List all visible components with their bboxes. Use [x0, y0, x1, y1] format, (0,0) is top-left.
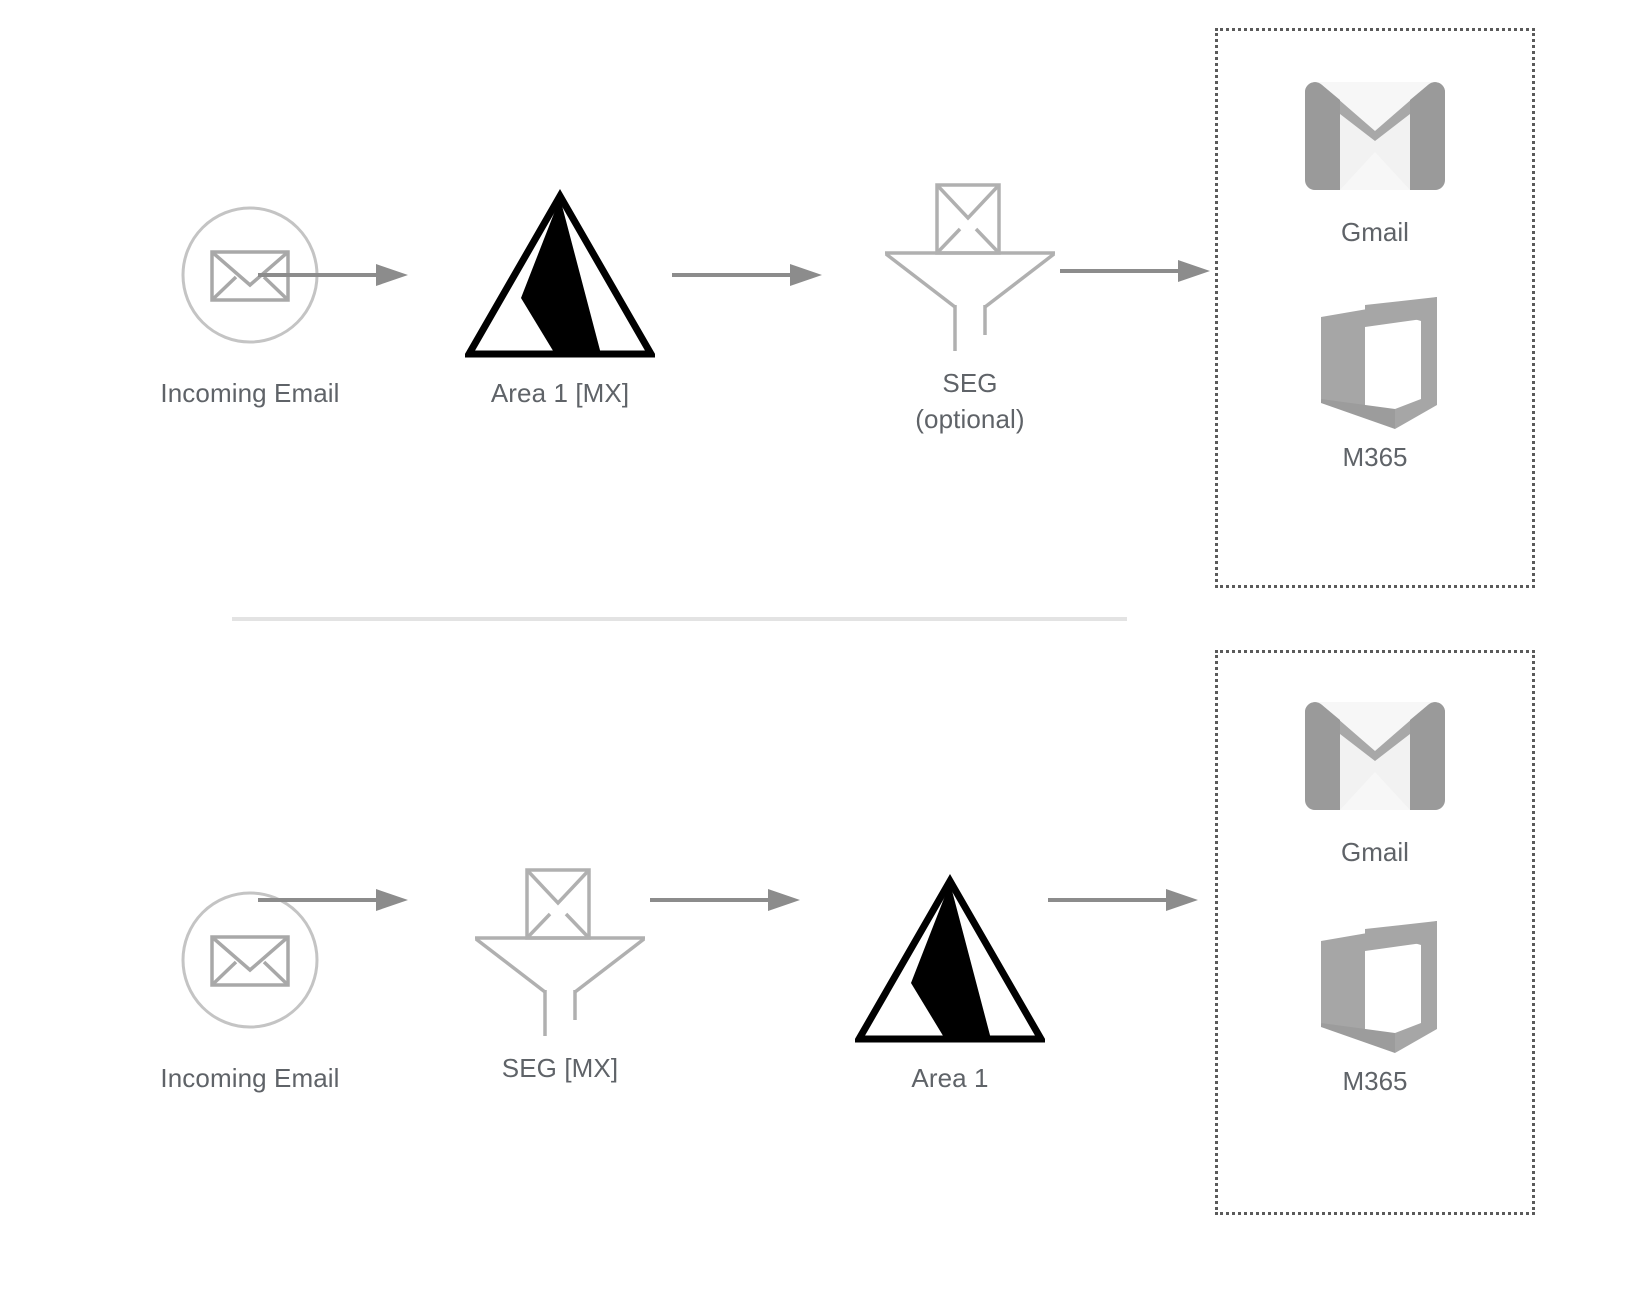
node-label: Area 1	[911, 1063, 989, 1093]
arrow-right-2	[672, 262, 822, 288]
destination-label: Gmail	[1341, 217, 1409, 247]
arrow-right-1	[258, 262, 408, 288]
flow-row-seg-mx: Incoming Email	[0, 665, 1642, 1305]
node-label: SEG (optional)	[915, 368, 1025, 434]
arrow-right-3	[1060, 258, 1210, 284]
incoming-email-icon	[40, 860, 460, 1060]
arrow-right-3	[1048, 887, 1198, 913]
destination-label: Gmail	[1341, 837, 1409, 867]
gmail-logo	[1295, 61, 1455, 211]
node-label: SEG [MX]	[501, 1053, 619, 1083]
m365-logo	[1309, 286, 1441, 436]
arrow-right-1	[258, 887, 408, 913]
m365-logo	[1309, 910, 1441, 1060]
flow-row-area1-mx: Incoming Email Area 1 [MX]	[0, 0, 1642, 640]
destination-item-gmail[interactable]: Gmail	[1295, 61, 1455, 248]
destination-box-top: Gmail M365	[1215, 28, 1535, 588]
destination-label: M365	[1342, 442, 1408, 472]
arrow-right-2	[650, 887, 800, 913]
destination-item-m365[interactable]: M365	[1309, 286, 1441, 473]
gmail-logo	[1295, 681, 1455, 831]
destination-box-bottom: Gmail M365	[1215, 650, 1535, 1215]
section-divider	[232, 617, 1127, 621]
node-label: Incoming Email	[160, 378, 340, 408]
seg-funnel-icon	[400, 850, 720, 1050]
destination-label: M365	[1342, 1066, 1408, 1096]
node-label: Incoming Email	[160, 1063, 340, 1093]
node-label: Area 1 [MX]	[490, 378, 630, 408]
destination-item-gmail[interactable]: Gmail	[1295, 681, 1455, 868]
node-seg[interactable]: SEG (optional)	[830, 165, 1110, 437]
node-incoming-email[interactable]: Incoming Email	[40, 860, 460, 1096]
seg-funnel-icon	[830, 165, 1110, 365]
area1-triangle-logo	[790, 860, 1110, 1060]
area1-triangle-logo	[400, 175, 720, 375]
node-area1[interactable]: Area 1	[790, 860, 1110, 1096]
node-incoming-email[interactable]: Incoming Email	[40, 175, 460, 411]
destination-item-m365[interactable]: M365	[1309, 910, 1441, 1097]
node-seg[interactable]: SEG [MX]	[400, 850, 720, 1086]
node-area1[interactable]: Area 1 [MX]	[400, 175, 720, 411]
